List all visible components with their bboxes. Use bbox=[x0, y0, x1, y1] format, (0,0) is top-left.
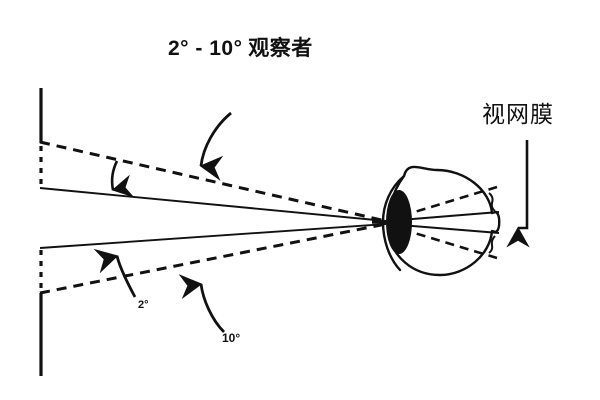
ray-10deg-lower-inner bbox=[387, 223, 498, 260]
lens-icon bbox=[386, 190, 412, 254]
angle-10-degree-label: 10° bbox=[222, 331, 241, 345]
angle-2-degree-label: 2° bbox=[138, 299, 149, 311]
figure-title-observer: 观察者 bbox=[248, 36, 313, 60]
ray-10deg-lower bbox=[39, 222, 387, 295]
retina-label: 视网膜 bbox=[482, 102, 554, 127]
retina-scallop-lower-icon bbox=[488, 235, 496, 254]
ray-2deg-lower-inner bbox=[387, 223, 500, 234]
angle-arrow-top-outer-icon bbox=[199, 111, 232, 181]
ray-10deg-upper-inner bbox=[387, 185, 498, 222]
angle-arrow-bottom-outer-icon bbox=[178, 274, 226, 333]
cone-10-degree bbox=[39, 140, 387, 295]
angle-indicator-arrows bbox=[93, 111, 232, 333]
angle-arrow-top-inner-icon bbox=[110, 160, 135, 198]
ray-2deg-upper bbox=[39, 187, 387, 222]
retina-leader bbox=[506, 140, 530, 248]
retina-pointer-icon bbox=[506, 140, 530, 248]
rays-inside-eye bbox=[372, 185, 500, 260]
ray-2deg-upper-inner bbox=[387, 211, 500, 222]
figure-title: 2° - 10° 观察者 bbox=[168, 36, 313, 60]
figure-title-degrees: 2° - 10° bbox=[168, 37, 243, 60]
ray-10deg-upper bbox=[39, 140, 387, 223]
cone-2-degree bbox=[39, 187, 387, 249]
angle-arrow-bottom-inner-icon bbox=[93, 248, 137, 298]
retina-scallop-upper-icon bbox=[488, 192, 496, 212]
ray-2deg-lower bbox=[39, 223, 387, 249]
eyeball bbox=[381, 165, 501, 277]
